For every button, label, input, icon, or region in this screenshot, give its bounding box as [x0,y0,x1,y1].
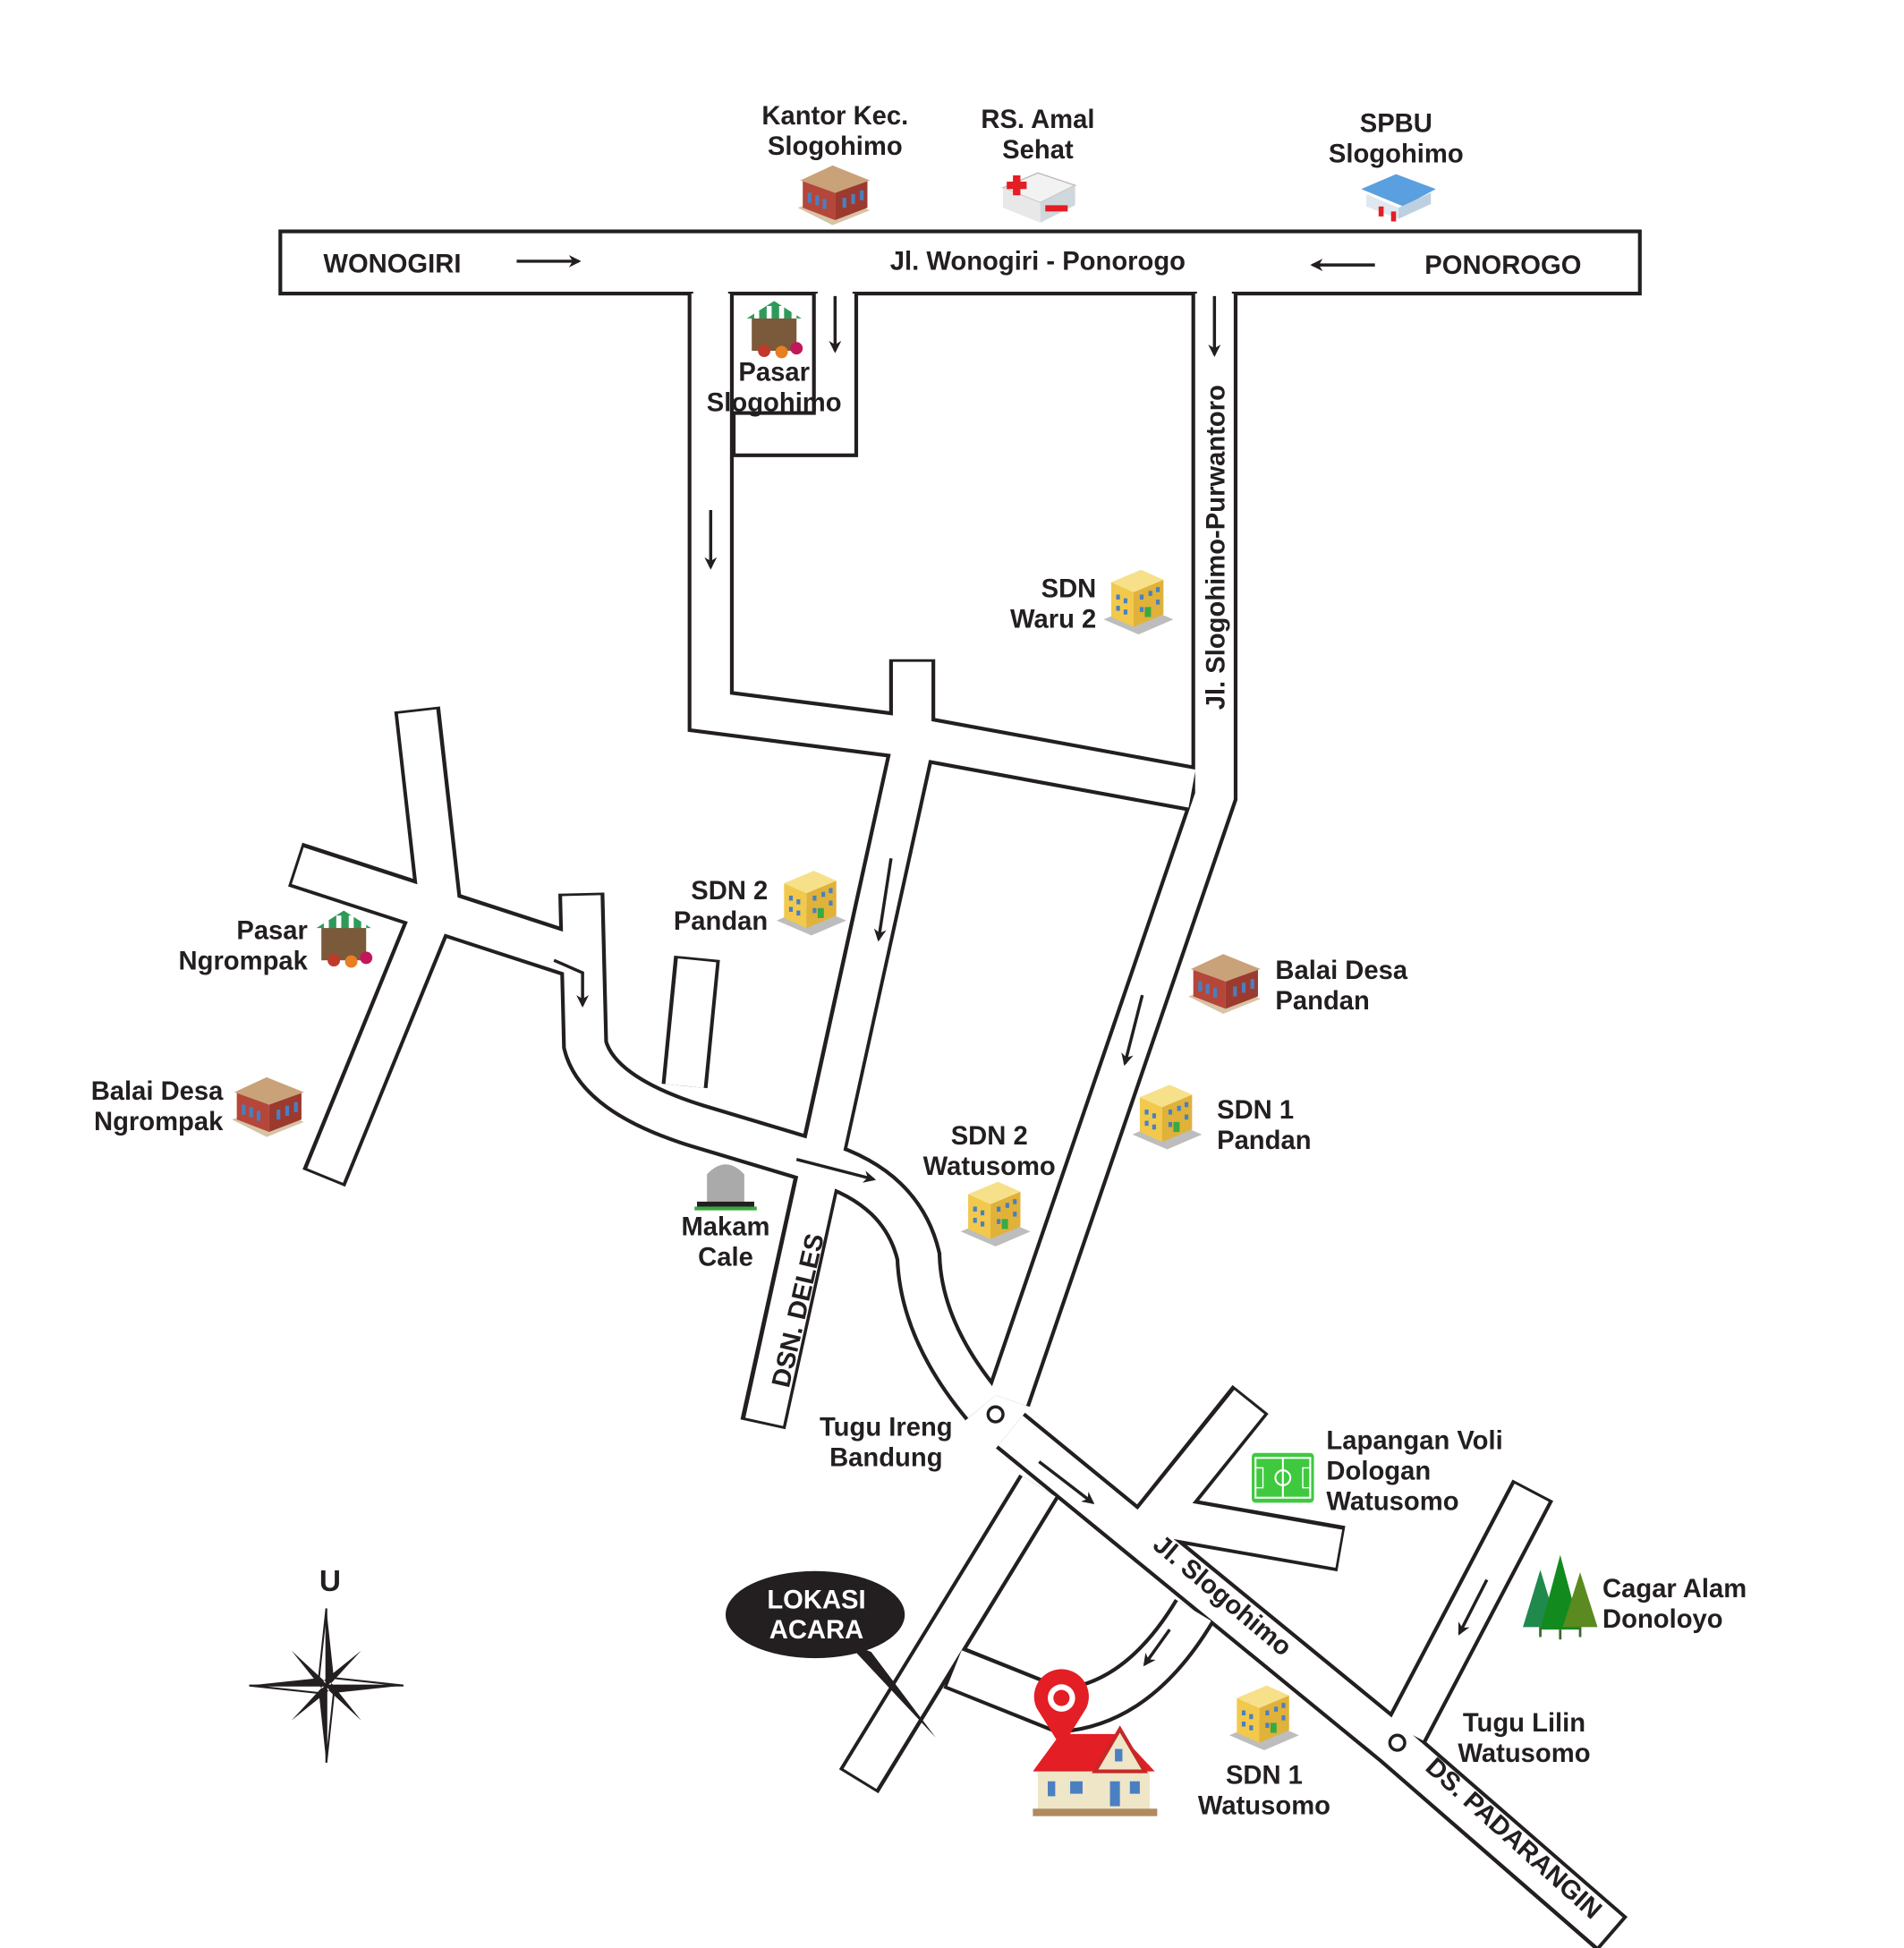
school-icon [1229,1685,1299,1750]
road-label-padarangin: DS. PADARANGIN [1420,1753,1607,1926]
village-hall-icon [232,1076,304,1137]
school-icon [960,1181,1031,1246]
market-icon [746,301,803,359]
roundabout-tugu-ireng [986,1405,1005,1424]
village-hall-icon [1188,954,1261,1014]
school-icon [1103,569,1174,634]
arrow-icon [873,857,893,942]
field-icon [1252,1452,1314,1503]
arrow-icon [1038,1460,1095,1505]
school-icon [1132,1085,1203,1150]
compass-rose-icon [249,1608,404,1763]
road-network [278,229,1642,1948]
arrow-icon [1143,1629,1171,1667]
roundabout-tugu-lilin [1388,1733,1407,1752]
arrow-icon [553,958,590,1008]
location-pin-icon[interactable] [1033,1669,1089,1748]
road-label-main: Jl. Wonogiri - Ponorogo [890,248,1186,276]
gas-station-icon [1361,174,1436,222]
road-label-ponorogo: PONOROGO [1424,251,1581,280]
arrow-icon [1121,994,1144,1067]
road-label-wonogiri: WONOGIRI [323,250,461,278]
arrow-icon [795,1157,877,1183]
school-icon [776,871,846,936]
place-kantor-kec: Kantor Kec.Slogohimo [761,102,908,161]
tombstone-icon [694,1164,757,1211]
hospital-icon [1001,172,1077,223]
destination-house-icon[interactable] [1033,1725,1158,1816]
arrow-icon [1458,1578,1489,1636]
forest-icon [1523,1554,1598,1640]
road-label-purwantoro: Jl. Slogohimo-Purwantoro [1202,385,1230,710]
direction-arrows [516,254,1489,1667]
compass-north-label: U [319,1565,341,1598]
market-icon [316,910,373,968]
office-building-icon [797,165,871,225]
